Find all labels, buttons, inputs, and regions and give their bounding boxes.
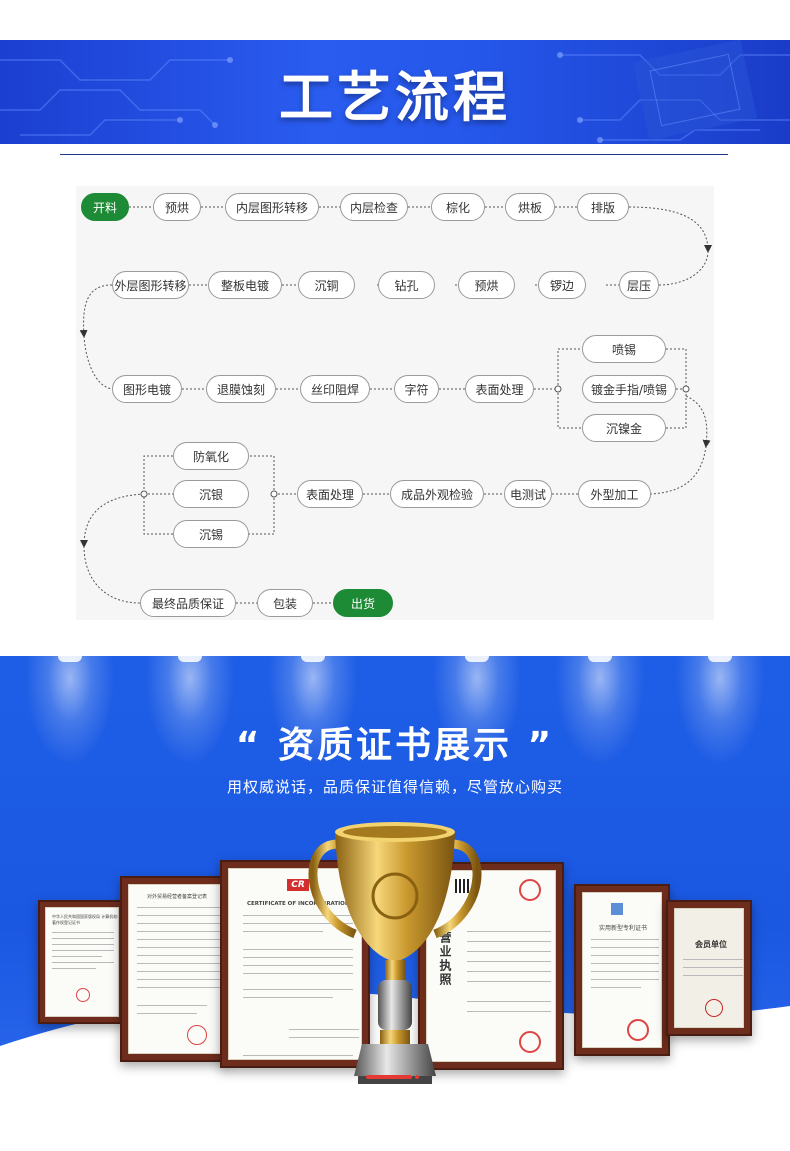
certificate-frame: 对外贸易经营者备案登记表	[120, 876, 230, 1062]
flow-step: 内层图形转移	[225, 193, 319, 221]
certificates-subtitle: 用权威说话，品质保证值得信赖，尽管放心购买	[226, 778, 563, 796]
banner: 工艺流程	[0, 40, 790, 144]
flow-step: 预烘	[458, 271, 515, 299]
flow-connectors	[79, 206, 712, 604]
flow-step: 表面处理	[465, 375, 534, 403]
certificate-frame: 会员单位	[666, 900, 752, 1036]
spotlight	[25, 656, 115, 766]
lamp-icon	[708, 656, 732, 662]
flow-step: 外层图形转移	[112, 271, 189, 299]
flow-step: 退膜蚀刻	[206, 375, 276, 403]
lamp-icon	[301, 656, 325, 662]
certificate-frame: 中华人民共和国国家版权局 计算机软件著作权登记证书	[38, 900, 126, 1024]
flow-step: 出货	[333, 589, 393, 617]
certificate-heading: 营业执照	[438, 931, 452, 987]
flow-step: 表面处理	[297, 480, 363, 508]
flow-step: 镀金手指/喷锡	[582, 375, 676, 403]
flow-step: 外型加工	[578, 480, 651, 508]
flow-step: 成品外观检验	[390, 480, 484, 508]
flow-step: 沉银	[173, 480, 249, 508]
divider	[60, 154, 728, 155]
flow-step: 钻孔	[378, 271, 435, 299]
flow-step: 防氧化	[173, 442, 249, 470]
flow-step: 包装	[257, 589, 313, 617]
flow-step: 沉锡	[173, 520, 249, 548]
flow-step: 内层检查	[340, 193, 408, 221]
flow-step: 层压	[619, 271, 659, 299]
flow-step: 沉镍金	[582, 414, 666, 442]
flow-step: 沉铜	[298, 271, 355, 299]
flow-step: 排版	[577, 193, 629, 221]
flow-step: 最终品质保证	[140, 589, 236, 617]
flow-step: 图形电镀	[112, 375, 182, 403]
spotlight	[675, 656, 765, 766]
certificate-heading: 会员单位	[695, 940, 727, 949]
flow-step: 棕化	[431, 193, 485, 221]
certificate-heading: 对外贸易经营者备案登记表	[147, 894, 208, 900]
spotlight	[555, 656, 645, 766]
circuit-pattern-icon	[0, 40, 790, 143]
flow-step: 字符	[394, 375, 439, 403]
indicator-active[interactable]	[366, 1075, 412, 1079]
process-flow-chart: 开料预烘内层图形转移内层检查棕化烘板排版外层图形转移整板电镀沉铜钻孔预烘锣边层压…	[76, 186, 714, 620]
qr-code-icon	[455, 879, 469, 893]
certificates-title: “ 资质证书展示 ”	[235, 725, 555, 766]
spotlight	[268, 656, 358, 766]
lamp-icon	[178, 656, 202, 662]
spotlight	[432, 656, 522, 766]
trophy-icon	[308, 822, 482, 1084]
certificate-frame: 实用新型专利证书	[574, 884, 670, 1056]
flow-step: 电测试	[504, 480, 552, 508]
certificates-section: “ 资质证书展示 ” 用权威说话，品质保证值得信赖，尽管放心购买 中华人民共和国…	[0, 656, 790, 1151]
lamp-icon	[58, 656, 82, 662]
indicator-dot[interactable]	[415, 1075, 419, 1079]
certificate-heading: 实用新型专利证书	[599, 925, 648, 932]
cr-logo-icon: CR	[287, 879, 309, 891]
certificate-frame: 营业执照	[418, 862, 564, 1070]
patent-logo-icon	[611, 903, 623, 915]
flow-step: 烘板	[505, 193, 555, 221]
spotlight	[145, 656, 235, 766]
lamp-icon	[465, 656, 489, 662]
certificate-heading: 中华人民共和国国家版权局 计算机软件著作权登记证书	[52, 914, 119, 925]
flow-step: 整板电镀	[208, 271, 282, 299]
lamp-icon	[588, 656, 612, 662]
flow-step: 预烘	[153, 193, 201, 221]
flow-step: 丝印阻焊	[300, 375, 370, 403]
flow-step: 开料	[81, 193, 129, 221]
flow-step: 喷锡	[582, 335, 666, 363]
certificate-heading: CERTIFICATE OF INCORPORATION	[247, 901, 350, 907]
flow-step: 锣边	[538, 271, 586, 299]
carousel-indicator[interactable]	[366, 1075, 419, 1079]
page-title: 工艺流程	[279, 65, 511, 129]
